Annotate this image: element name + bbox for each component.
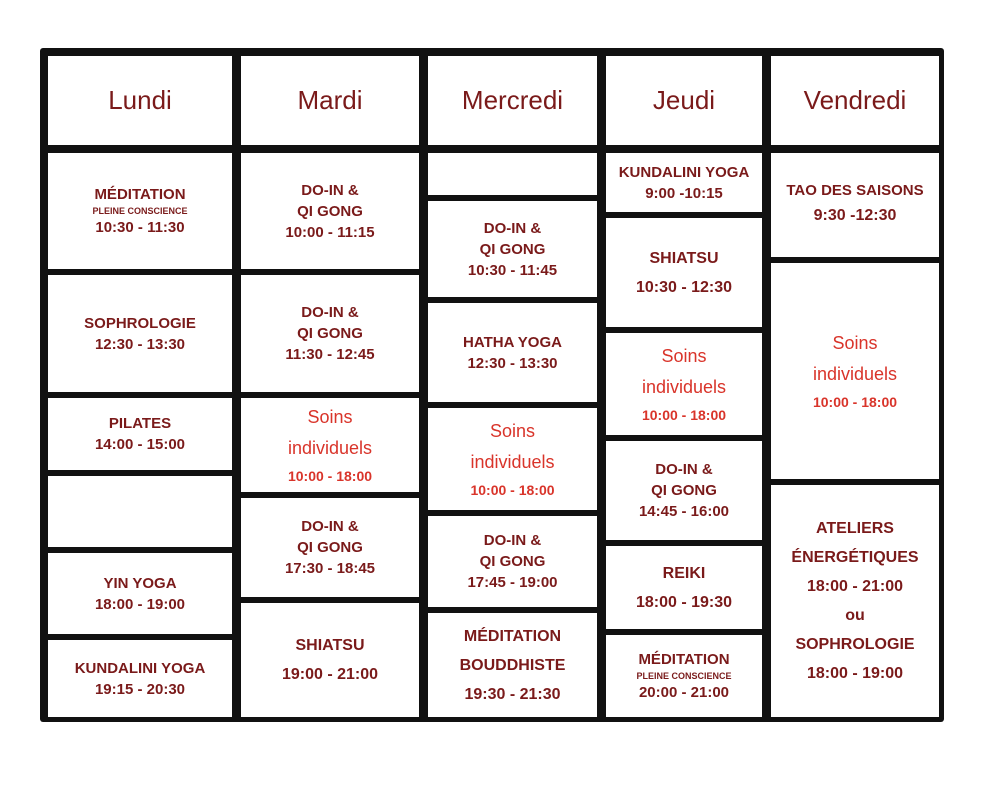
class-name: REIKI — [662, 564, 706, 582]
slot-line: 17:45 - 19:00 — [467, 574, 558, 591]
schedule-slot: SHIATSU 10:30 - 12:30 — [606, 218, 762, 327]
class-name: DO-IN & — [301, 518, 359, 535]
schedule-slot: DO-IN & QI GONG 17:30 - 18:45 — [241, 498, 419, 597]
slot-line: QI GONG — [479, 553, 546, 570]
schedule-slot: Soins individuels 10:00 - 18:00 — [771, 263, 939, 479]
class-name: MÉDITATION — [94, 186, 186, 203]
class-name: DO-IN & — [483, 219, 542, 237]
schedule-slot: KUNDALINI YOGA 19:15 - 20:30 — [48, 640, 232, 717]
slot-line: SOPHROLOGIE — [795, 636, 915, 653]
schedule-slot: DO-IN & QI GONG 17:45 - 19:00 — [428, 516, 597, 607]
schedule-slot: SOPHROLOGIE 12:30 - 13:30 — [48, 275, 232, 392]
class-name: Soins — [489, 421, 536, 441]
class-name: Soins — [307, 407, 353, 427]
slot-line: 10:00 - 18:00 — [641, 407, 727, 423]
schedule-slot: PILATES 14:00 - 15:00 — [48, 398, 232, 470]
slot-line: 12:30 - 13:30 — [467, 354, 558, 372]
class-name: YIN YOGA — [103, 574, 177, 592]
day-header-jeudi: Jeudi — [606, 56, 762, 145]
schedule-slot: SHIATSU 19:00 - 21:00 — [241, 603, 419, 717]
slot-line: 10:30 - 12:30 — [635, 278, 733, 296]
slot-line: 14:00 - 15:00 — [94, 436, 186, 453]
slot-line: 9:00 -10:15 — [645, 184, 723, 202]
empty-slot — [428, 153, 597, 195]
class-name: DO-IN & — [483, 532, 542, 549]
slot-line: individuels — [641, 377, 727, 397]
slot-line: ou — [845, 607, 865, 624]
slot-line: 12:30 - 13:30 — [94, 335, 186, 353]
class-name: Soins — [832, 333, 878, 353]
day-header-mardi: Mardi — [241, 56, 419, 145]
slot-line: individuels — [287, 438, 373, 458]
slot-line: ÉNERGÉTIQUES — [791, 549, 919, 566]
schedule-slot: Soins individuels 10:00 - 18:00 — [428, 408, 597, 510]
slot-line: 10:00 - 11:15 — [285, 223, 375, 241]
slot-line: PLEINE CONSCIENCE — [92, 206, 188, 216]
schedule-slot: HATHA YOGA 12:30 - 13:30 — [428, 303, 597, 402]
slot-line: 10:00 - 18:00 — [287, 468, 373, 484]
class-name: SHIATSU — [649, 249, 719, 267]
slot-line: 18:00 - 21:00 — [806, 578, 904, 595]
schedule-slot: TAO DES SAISONS 9:30 -12:30 — [771, 153, 939, 257]
schedule-slot: DO-IN & QI GONG 11:30 - 12:45 — [241, 275, 419, 392]
slot-line: 18:00 - 19:00 — [94, 595, 186, 613]
schedule-slot: REIKI 18:00 - 19:30 — [606, 546, 762, 629]
slot-line: 11:30 - 12:45 — [285, 346, 375, 363]
schedule-slot: DO-IN & QI GONG 14:45 - 16:00 — [606, 441, 762, 540]
day-header-lundi: Lundi — [48, 56, 232, 145]
slot-line: QI GONG — [651, 482, 717, 499]
day-header-mercredi: Mercredi — [428, 56, 597, 145]
class-name: KUNDALINI YOGA — [74, 659, 206, 677]
slot-line: QI GONG — [297, 325, 363, 342]
slot-line: 10:00 - 18:00 — [812, 394, 898, 410]
slot-line: 19:15 - 20:30 — [94, 680, 186, 698]
slot-line: PLEINE CONSCIENCE — [636, 671, 732, 681]
class-name: DO-IN & — [301, 304, 359, 321]
class-name: SHIATSU — [295, 637, 365, 654]
schedule-slot: MÉDITATION BOUDDHISTE 19:30 - 21:30 — [428, 613, 597, 717]
slot-line: 14:45 - 16:00 — [638, 503, 730, 520]
class-name: SOPHROLOGIE — [84, 314, 196, 332]
class-name: KUNDALINI YOGA — [618, 163, 750, 181]
slot-line: QI GONG — [297, 202, 363, 220]
schedule-slot: YIN YOGA 18:00 - 19:00 — [48, 553, 232, 634]
slot-line: 20:00 - 21:00 — [638, 684, 730, 701]
class-name: HATHA YOGA — [463, 333, 562, 351]
slot-line: 18:00 - 19:00 — [806, 665, 904, 682]
slot-line: 19:30 - 21:30 — [464, 685, 561, 703]
slot-line: 10:00 - 18:00 — [470, 482, 555, 498]
class-name: MÉDITATION — [638, 651, 730, 668]
schedule-slot: DO-IN & QI GONG 10:30 - 11:45 — [428, 201, 597, 297]
slot-line: BOUDDHISTE — [459, 656, 566, 674]
class-name: DO-IN & — [301, 181, 359, 199]
slot-line: individuels — [812, 364, 898, 384]
slot-line: 9:30 -12:30 — [813, 207, 897, 224]
slot-line: QI GONG — [479, 240, 546, 258]
class-name: ATELIERS — [816, 520, 894, 537]
slot-line: 10:30 - 11:45 — [467, 261, 558, 279]
slot-line: QI GONG — [297, 539, 363, 556]
class-name: Soins — [661, 346, 707, 366]
schedule-slot: MÉDITATION PLEINE CONSCIENCE 10:30 - 11:30 — [48, 153, 232, 269]
slot-line: 17:30 - 18:45 — [284, 560, 376, 577]
schedule-slot: DO-IN & QI GONG 10:00 - 11:15 — [241, 153, 419, 269]
schedule-slot: Soins individuels 10:00 - 18:00 — [241, 398, 419, 492]
slot-line: 10:30 - 11:30 — [95, 219, 185, 236]
class-name: PILATES — [108, 415, 172, 432]
class-name: MÉDITATION — [463, 627, 562, 645]
slot-line: 19:00 - 21:00 — [281, 666, 379, 683]
schedule-slot: Soins individuels 10:00 - 18:00 — [606, 333, 762, 435]
schedule-slot: MÉDITATION PLEINE CONSCIENCE 20:00 - 21:00 — [606, 635, 762, 717]
class-name: DO-IN & — [655, 461, 713, 478]
class-name: TAO DES SAISONS — [786, 182, 924, 199]
day-header-vendredi: Vendredi — [771, 56, 939, 145]
empty-slot — [48, 476, 232, 547]
slot-line: 18:00 - 19:30 — [635, 593, 733, 611]
schedule-slot: KUNDALINI YOGA 9:00 -10:15 — [606, 153, 762, 212]
slot-line: individuels — [470, 452, 555, 472]
